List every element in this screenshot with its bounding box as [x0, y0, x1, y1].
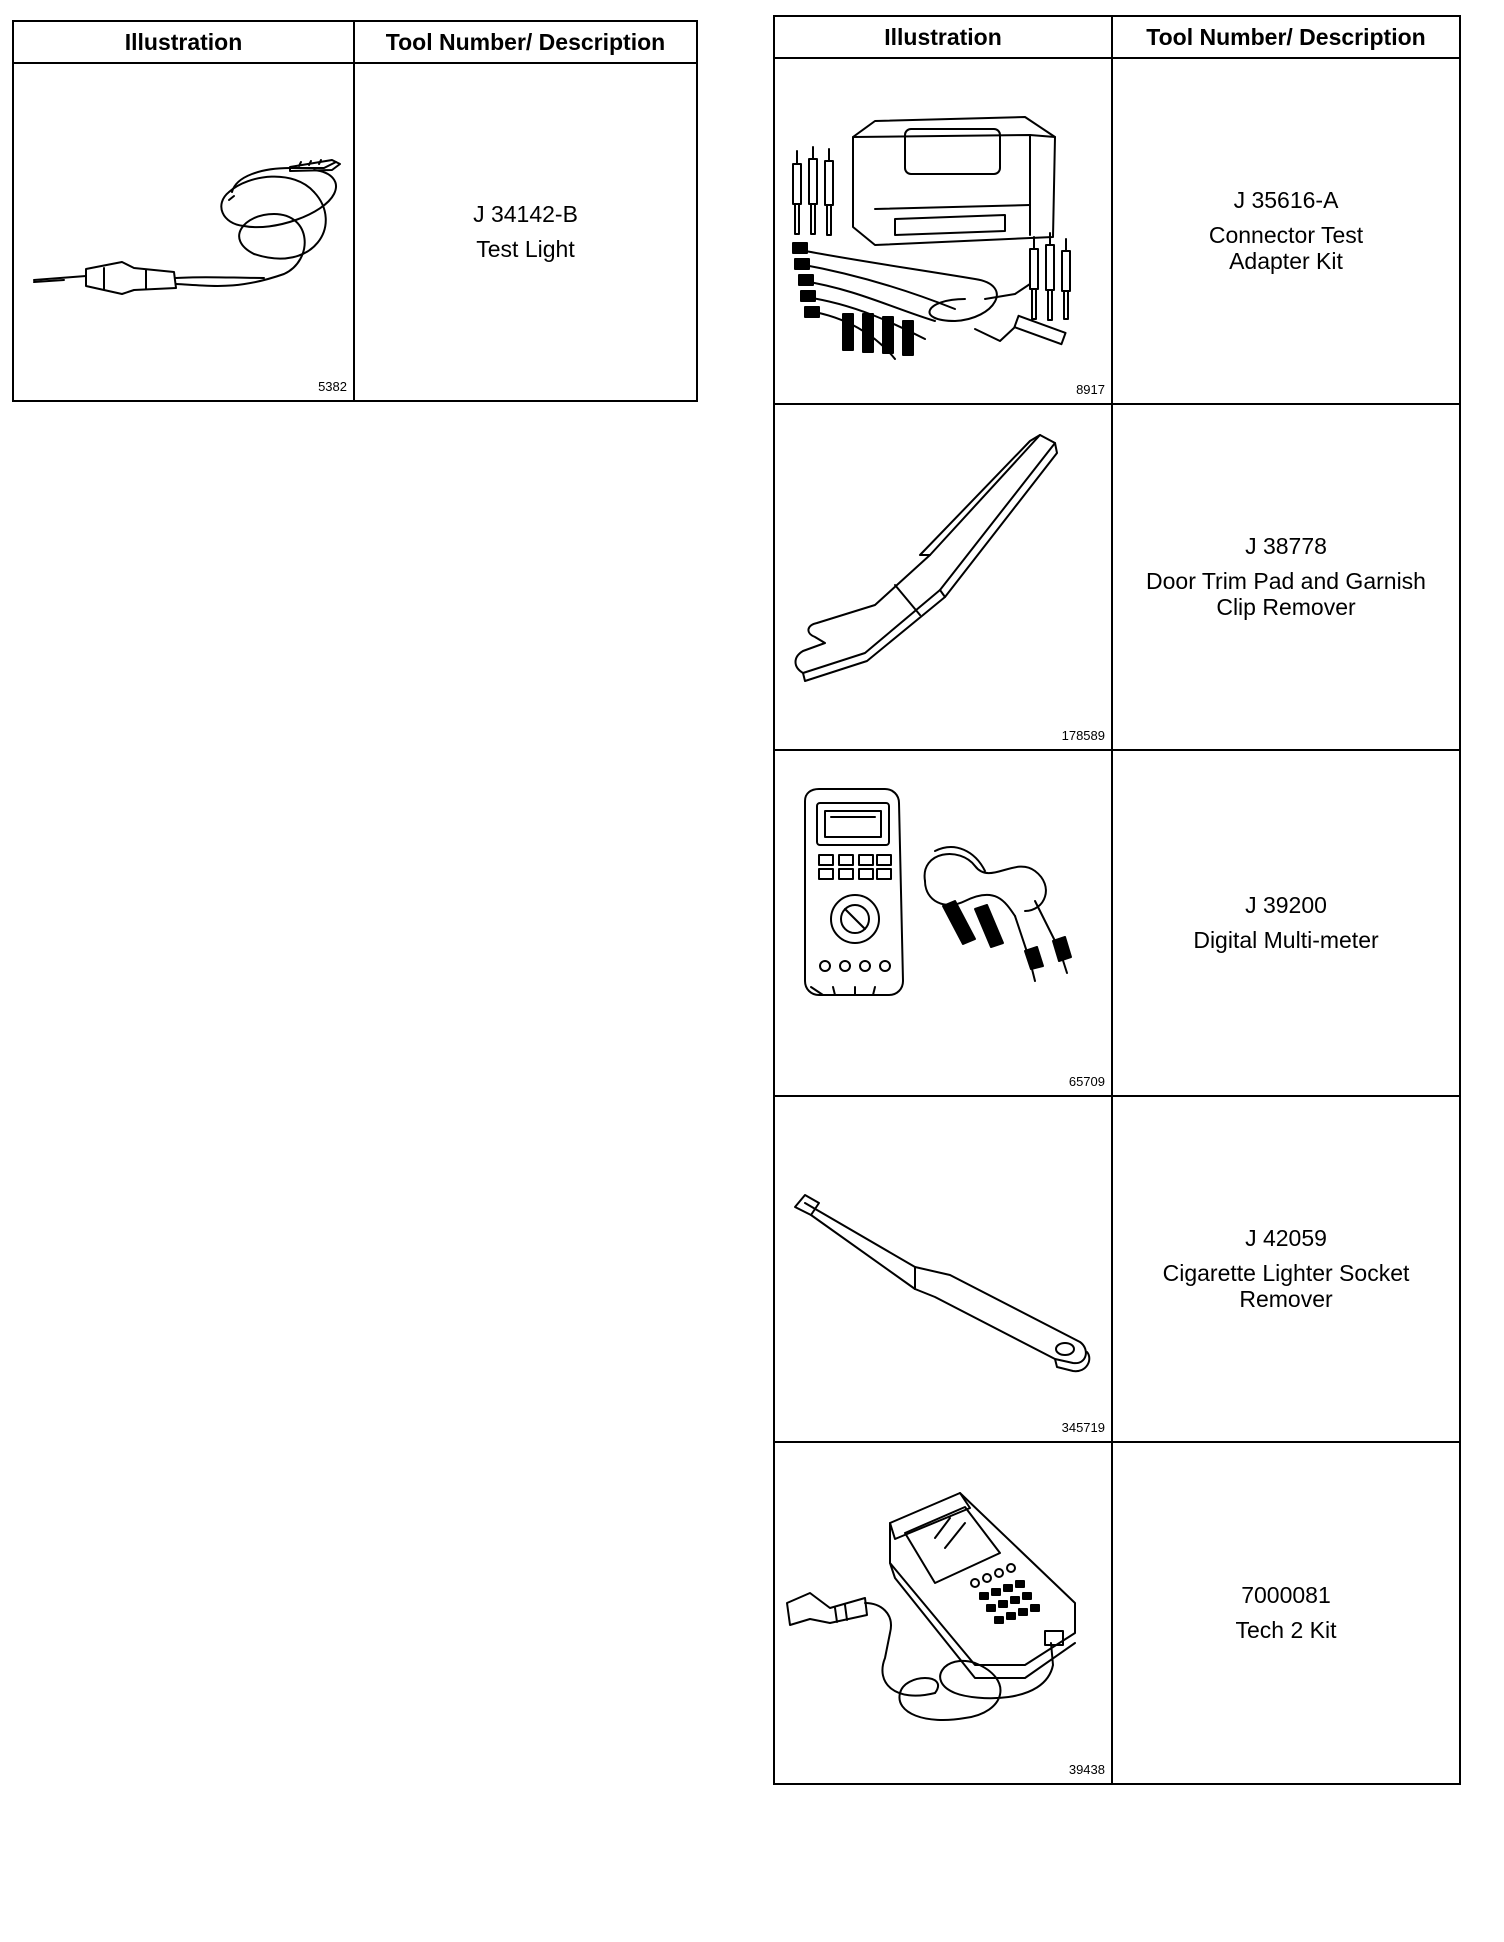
- tool-description-cell: J 42059 Cigarette Lighter Socket Remover: [1111, 1095, 1461, 1443]
- tool-description: Digital Multi-meter: [1193, 927, 1379, 953]
- figure-number: 39438: [1068, 1762, 1105, 1777]
- illustration-cell: 8917: [773, 57, 1113, 405]
- tool-description-cell: J 39200 Digital Multi-meter: [1111, 749, 1461, 1097]
- right-tools-table: Illustration Tool Number/ Description: [773, 15, 1461, 1785]
- figure-number: 8917: [1076, 382, 1105, 397]
- tool-number: J 34142-B: [473, 200, 578, 227]
- tool-description: Adapter Kit: [1229, 247, 1343, 274]
- left-tools-table: Illustration Tool Number/ Description 5: [12, 20, 698, 402]
- tool-description: Test Light: [476, 236, 575, 262]
- tool-description: Cigarette Lighter Socket: [1162, 1260, 1410, 1287]
- tool-description: Remover: [1239, 1285, 1333, 1312]
- tech2-scanner-icon: [786, 1492, 1076, 1722]
- table-row: 5382 J 34142-B Test Light: [12, 62, 698, 402]
- tool-description-cell: J 34142-B Test Light: [353, 62, 698, 402]
- tool-number: J 39200: [1245, 891, 1327, 918]
- table-row: 39438 7000081 Tech 2 Kit: [773, 1441, 1461, 1785]
- tool-description: Tech 2 Kit: [1235, 1617, 1337, 1643]
- connector-test-kit-icon: [792, 116, 1071, 360]
- tool-description: Clip Remover: [1216, 593, 1356, 620]
- clip-remover-icon: [794, 434, 1058, 682]
- test-light-icon: [33, 159, 341, 295]
- tool-description-cell: 7000081 Tech 2 Kit: [1111, 1441, 1461, 1785]
- illustration-cell: 5382: [12, 62, 355, 402]
- tool-number: J 38778: [1245, 533, 1327, 560]
- tool-description-header: Tool Number/ Description: [1111, 15, 1461, 59]
- tool-description-header: Tool Number/ Description: [353, 20, 698, 64]
- table-row: 178589 J 38778 Door Trim Pad and Garnish…: [773, 403, 1461, 751]
- illustration-cell: 39438: [773, 1441, 1113, 1785]
- tool-description-cell: J 35616-A Connector Test Adapter Kit: [1111, 57, 1461, 405]
- tool-number: J 42059: [1245, 1225, 1327, 1252]
- table-row: 65709 J 39200 Digital Multi-meter: [773, 749, 1461, 1097]
- socket-remover-icon: [794, 1194, 1091, 1373]
- illustration-header: Illustration: [773, 15, 1113, 59]
- tool-description-cell: J 38778 Door Trim Pad and Garnish Clip R…: [1111, 403, 1461, 751]
- tool-description: Door Trim Pad and Garnish: [1146, 568, 1426, 595]
- figure-number: 178589: [1061, 728, 1105, 743]
- illustration-header: Illustration: [12, 20, 355, 64]
- illustration-cell: 345719: [773, 1095, 1113, 1443]
- tool-description: Connector Test: [1208, 222, 1364, 249]
- table-row: 8917 J 35616-A Connector Test Adapter Ki…: [773, 57, 1461, 405]
- illustration-cell: 65709: [773, 749, 1113, 1097]
- multimeter-icon: [804, 788, 1072, 996]
- tool-number: J 35616-A: [1233, 187, 1339, 214]
- figure-number: 65709: [1068, 1074, 1105, 1089]
- figure-number: 345719: [1061, 1420, 1105, 1435]
- illustration-cell: 178589: [773, 403, 1113, 751]
- table-row: 345719 J 42059 Cigarette Lighter Socket …: [773, 1095, 1461, 1443]
- tool-number: 7000081: [1241, 1581, 1331, 1608]
- figure-number: 5382: [318, 379, 347, 394]
